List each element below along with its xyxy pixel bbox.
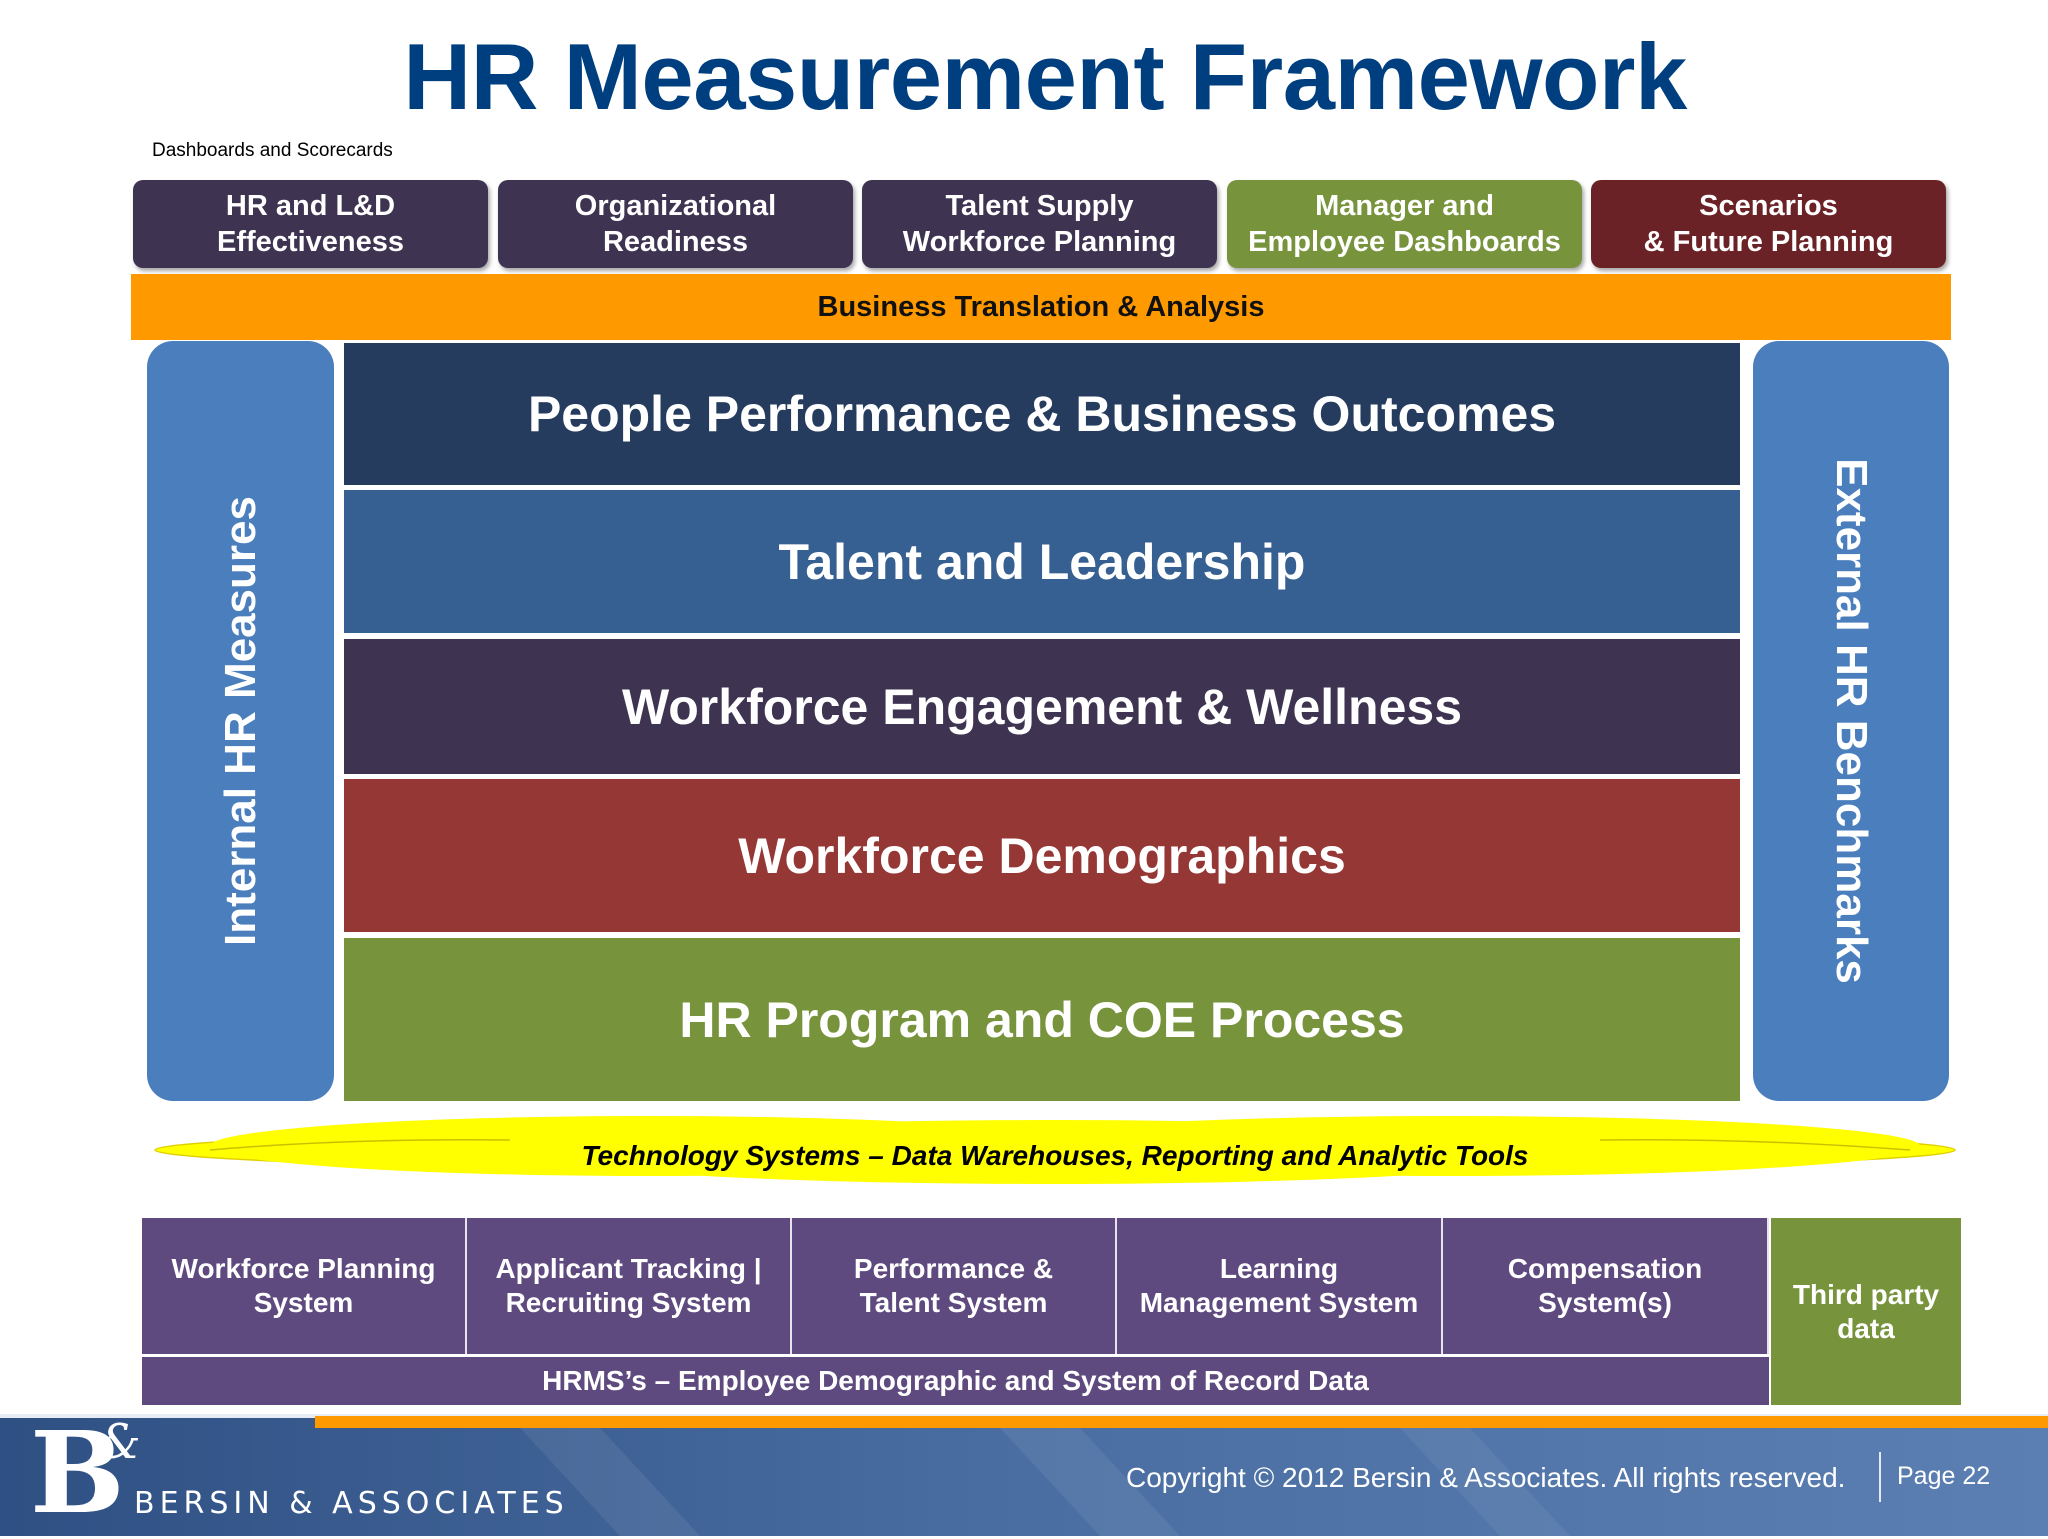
system-line: Applicant Tracking | (495, 1253, 762, 1284)
layer-hr-program-coe: HR Program and COE Process (344, 938, 1740, 1101)
box-hr-ld-effectiveness: HR and L&D Effectiveness (133, 180, 488, 268)
system-performance-talent: Performance &Talent System (792, 1218, 1117, 1354)
external-hr-benchmarks-pillar: External HR Benchmarks (1753, 341, 1949, 1101)
box-line: Scenarios (1699, 190, 1838, 222)
system-line: Workforce Planning (171, 1253, 436, 1284)
pillar-label: External HR Benchmarks (1827, 458, 1877, 984)
footer-divider (1879, 1452, 1881, 1502)
logo-ampersand: & (98, 1414, 141, 1470)
system-line: Performance & (853, 1253, 1054, 1284)
box-line: HR and L&D (225, 190, 396, 222)
hrms-bar: HRMS’s – Employee Demographic and System… (142, 1357, 1769, 1405)
box-line: Manager and (1315, 190, 1494, 222)
internal-hr-measures-pillar: Internal HR Measures (147, 341, 334, 1101)
system-line: System(s) (1538, 1287, 1672, 1318)
page-title: HR Measurement Framework (403, 24, 1687, 129)
third-party-line: Third party (1792, 1278, 1940, 1310)
system-line: Management System (1139, 1287, 1419, 1318)
layer-talent-leadership: Talent and Leadership (344, 490, 1740, 633)
third-party-line: data (1837, 1312, 1895, 1344)
technology-cloud-shape (154, 1116, 1956, 1184)
system-line: System (253, 1287, 354, 1318)
system-line: Recruiting System (505, 1287, 752, 1318)
pillar-label: Internal HR Measures (215, 496, 265, 946)
business-translation-band: Business Translation & Analysis (131, 274, 1951, 340)
logo-wordmark: BERSIN & ASSOCIATES (134, 1486, 569, 1521)
box-line: Workforce Planning (902, 226, 1177, 258)
layer-people-performance: People Performance & Business Outcomes (344, 343, 1740, 485)
copyright-text: Copyright © 2012 Bersin & Associates. Al… (1126, 1462, 1846, 1493)
box-line: Readiness (602, 226, 749, 258)
box-line: Talent Supply (945, 190, 1134, 222)
system-applicant-tracking: Applicant Tracking |Recruiting System (467, 1218, 792, 1354)
system-line: Learning (1219, 1253, 1339, 1284)
system-line: Talent System (859, 1287, 1048, 1318)
technology-systems-label: Technology Systems – Data Warehouses, Re… (581, 1140, 1529, 1171)
box-line: Employee Dashboards (1248, 226, 1561, 258)
page-number: Page 22 (1897, 1462, 1991, 1490)
layer-workforce-engagement: Workforce Engagement & Wellness (344, 639, 1740, 774)
box-line: & Future Planning (1643, 226, 1894, 258)
system-line: Compensation (1507, 1253, 1703, 1284)
layer-workforce-demographics: Workforce Demographics (344, 779, 1740, 932)
box-line: Organizational (574, 190, 777, 222)
box-line: Effectiveness (217, 226, 404, 258)
box-scenarios: Scenarios & Future Planning (1591, 180, 1946, 268)
footer-banner (0, 1414, 2048, 1536)
logo-mark: B (30, 1408, 125, 1539)
dashboards-label: Dashboards and Scorecards (152, 140, 393, 161)
